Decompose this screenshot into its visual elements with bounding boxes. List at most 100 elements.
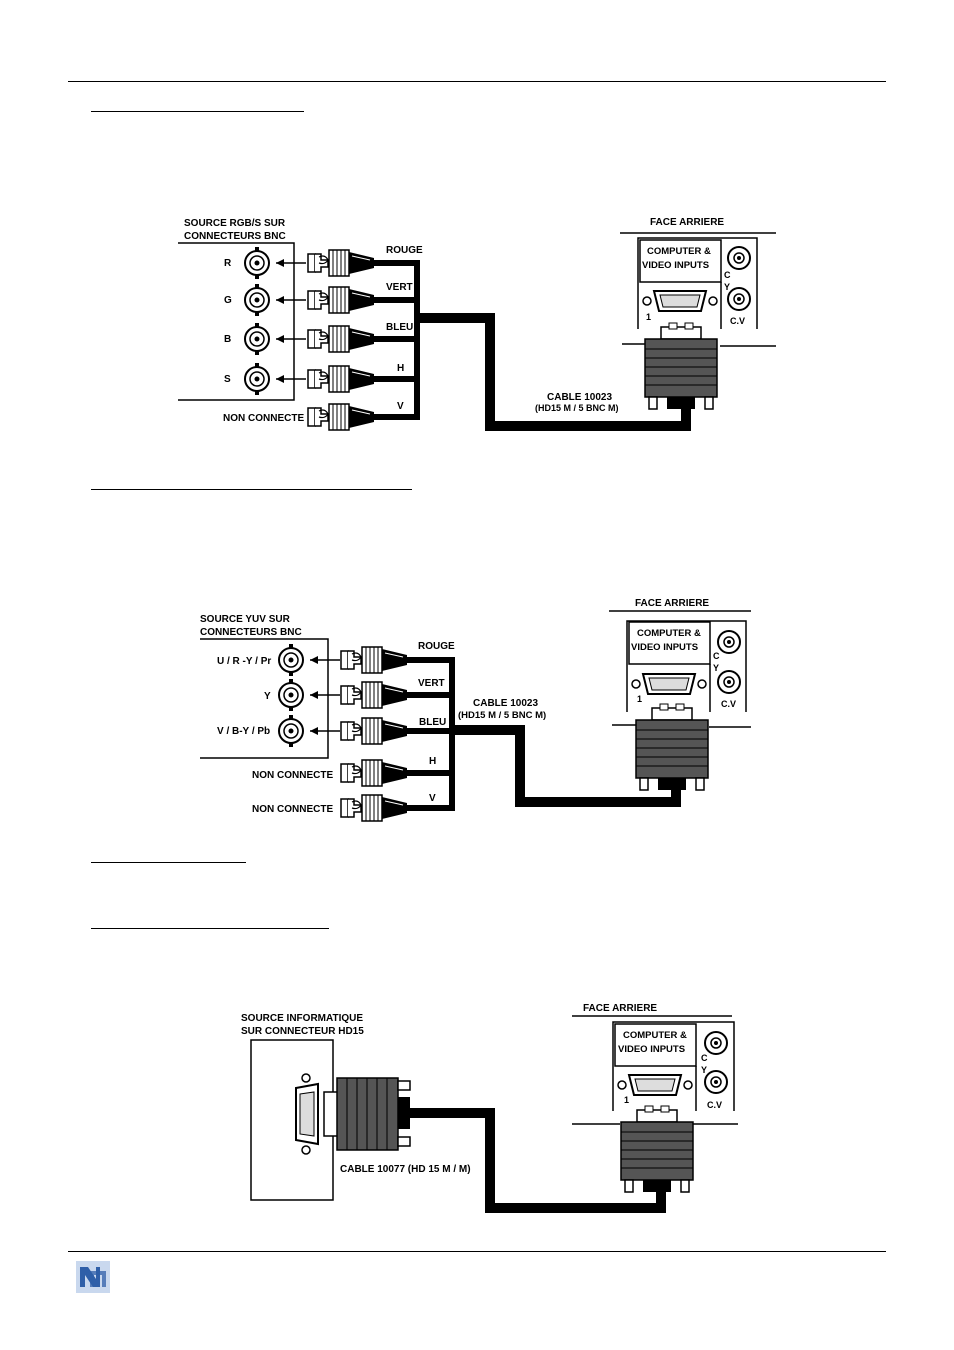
d2-panel-label-1: COMPUTER &: [637, 628, 701, 639]
d2-unconnected-v: NON CONNECTE: [252, 794, 408, 822]
bnc-socket-icon: [278, 643, 304, 677]
section-heading-line-1: [91, 111, 304, 112]
d2-wire-vert: VERT: [418, 678, 445, 689]
d3-panel-port-num: 1: [624, 1095, 629, 1105]
d2-wire-bleu: BLEU: [419, 717, 446, 728]
d1-port-g: G: [224, 283, 375, 317]
bnc-socket-icon: [278, 714, 304, 748]
d2-port-y: Y: [264, 678, 408, 712]
bnc-plug-icon: [307, 325, 375, 353]
footer-rule: [68, 1251, 886, 1252]
bnc-connector-icon: [727, 246, 751, 270]
d2-cable-type: (HD15 M / 5 BNC M): [458, 710, 546, 721]
d2-unconnected-h: NON CONNECTE: [252, 759, 408, 787]
d3-panel-label-1: COMPUTER &: [623, 1030, 687, 1041]
section-heading-line-4: [91, 928, 329, 929]
d1-port-r-label: R: [224, 258, 232, 269]
d3-panel-cv: C.V: [707, 1100, 722, 1110]
d2-rear-title: FACE ARRIERE: [635, 598, 709, 609]
bnc-plug-icon: [340, 717, 408, 745]
hd15-socket-icon: [642, 290, 718, 312]
diagram-rgbs: SOURCE RGB/S SUR CONNECTEURS BNC R G B S: [178, 217, 776, 431]
d1-wire-vert: VERT: [386, 282, 413, 293]
d1-port-b-label: B: [224, 334, 231, 345]
bnc-connector-icon: [704, 1031, 728, 1055]
bnc-plug-icon: [340, 681, 408, 709]
arrow-left-icon: [276, 259, 284, 267]
d1-panel-cv: C.V: [730, 316, 745, 326]
bnc-plug-icon: [340, 794, 408, 822]
d2-port-y-label: Y: [264, 691, 271, 702]
d3-source-plug: [323, 1077, 411, 1151]
d2-panel-y: Y: [713, 663, 719, 673]
d1-panel-label-2: VIDEO INPUTS: [642, 260, 709, 271]
header-rule: [68, 81, 886, 82]
hd15-plug-icon: [644, 322, 718, 410]
d3-panel-label-2: VIDEO INPUTS: [618, 1044, 685, 1055]
d2-wire-v: V: [429, 793, 436, 804]
diagram-hd15: SOURCE INFORMATIQUE SUR CONNECTEUR HD15 …: [241, 1003, 738, 1213]
d3-cable-label: CABLE 10077 (HD 15 M / M): [340, 1164, 471, 1175]
bnc-plug-icon: [307, 286, 375, 314]
diagram-yuv: SOURCE YUV SUR CONNECTEURS BNC U / R -Y …: [200, 598, 751, 822]
d2-port-pr-label: U / R -Y / Pr: [217, 656, 271, 667]
d2-port-pb: V / B-Y / Pb: [217, 714, 408, 748]
bnc-connector-icon: [704, 1070, 728, 1094]
d2-panel-label-2: VIDEO INPUTS: [631, 642, 698, 653]
d1-harness: [374, 260, 420, 420]
arrow-left-icon: [310, 691, 318, 699]
d3-rear-panel: [612, 1021, 735, 1111]
bnc-connector-icon: [717, 670, 741, 694]
d2-non-connecte-1: NON CONNECTE: [252, 770, 333, 781]
d3-source-socket: [295, 1073, 319, 1155]
d2-port-pb-label: V / B-Y / Pb: [217, 726, 270, 737]
d3-source-panel: [250, 1039, 334, 1201]
bnc-socket-icon: [244, 283, 270, 317]
d2-non-connecte-2: NON CONNECTE: [252, 804, 333, 815]
hd15-plug-icon: [620, 1105, 694, 1193]
section-heading-line-3: [91, 862, 246, 863]
d2-rear-panel: [626, 620, 747, 712]
d2-source-title-1: SOURCE YUV SUR: [200, 614, 291, 625]
d3-source-title-2: SUR CONNECTEUR HD15: [241, 1026, 364, 1037]
d1-rear-panel: [637, 237, 758, 329]
d1-port-r: R: [224, 246, 375, 280]
d1-wire-bleu: BLEU: [386, 322, 413, 333]
d2-panel-port-num: 1: [637, 694, 642, 704]
d1-non-connecte-label: NON CONNECTE: [223, 413, 304, 424]
hd15-socket-icon: [617, 1074, 693, 1096]
arrow-left-icon: [276, 335, 284, 343]
d1-wire-h: H: [397, 363, 404, 374]
d1-cable-ref: CABLE 10023: [547, 392, 612, 403]
d1-port-g-label: G: [224, 295, 232, 306]
d2-panel-c: C: [713, 651, 720, 661]
d2-wire-rouge: ROUGE: [418, 641, 455, 652]
d1-panel-label-1: COMPUTER &: [647, 246, 711, 257]
d3-panel-c: C: [701, 1053, 708, 1063]
d1-cable-type: (HD15 M / 5 BNC M): [535, 403, 619, 413]
d2-source-title-2: CONNECTEURS BNC: [200, 627, 302, 638]
arrow-left-icon: [310, 727, 318, 735]
d1-source-panel: [178, 242, 295, 401]
d3-main-cable: [408, 1108, 666, 1213]
d1-source-title-2: CONNECTEURS BNC: [184, 231, 286, 242]
d1-panel-port-num: 1: [646, 312, 651, 322]
bnc-plug-icon: [307, 403, 375, 431]
d2-wire-h: H: [429, 756, 436, 767]
d2-cable-ref: CABLE 10023: [473, 698, 538, 709]
bnc-socket-icon: [244, 362, 270, 396]
bnc-socket-icon: [278, 678, 304, 712]
d2-port-pr: U / R -Y / Pr: [217, 643, 408, 677]
d1-unconnected-v: NON CONNECTE: [223, 403, 375, 431]
d1-wire-v: V: [397, 401, 404, 412]
section-heading-line-2: [91, 489, 412, 490]
d1-wire-rouge: ROUGE: [386, 245, 423, 256]
bnc-plug-icon: [340, 759, 408, 787]
bnc-socket-icon: [244, 322, 270, 356]
hd15-plug-icon: [635, 703, 709, 791]
d3-rear-title: FACE ARRIERE: [583, 1003, 657, 1014]
bnc-plug-icon: [307, 365, 375, 393]
arrow-left-icon: [276, 375, 284, 383]
bnc-connector-icon: [727, 287, 751, 311]
